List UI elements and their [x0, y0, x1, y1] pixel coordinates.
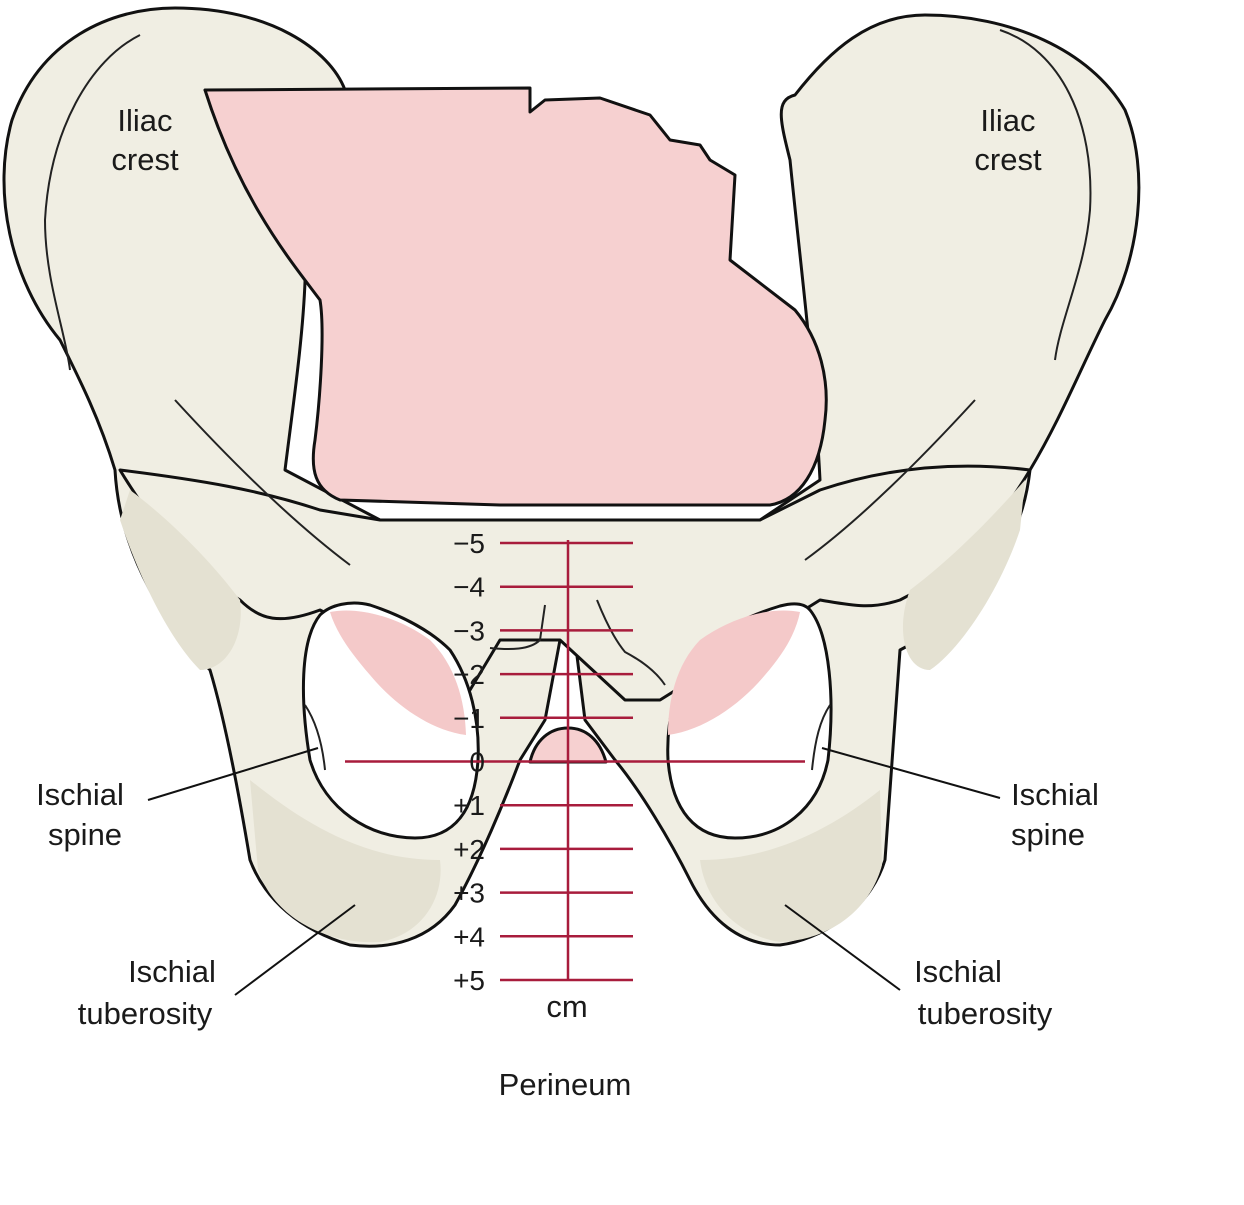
right-pubic-line — [596, 599, 666, 686]
right-hole-pink — [668, 610, 800, 735]
left-iliac-crest-contour — [43, 34, 141, 371]
station-scale: −5 −4 −3 −2 −1 0 +1 +2 +3 +4 +5 — [345, 528, 805, 996]
left-tuberosity-shading — [250, 780, 441, 943]
right-ischial-spine-label-line2: spine — [1011, 817, 1085, 852]
station-label: +3 — [453, 878, 485, 909]
left-ischial-spine-outline — [304, 704, 326, 771]
right-ischial-tuberosity-label-line2: tuberosity — [918, 996, 1053, 1031]
station-label: −3 — [453, 615, 485, 646]
right-iliac-crest-label-line2: crest — [974, 142, 1042, 177]
left-ischial-spine-label-line1: Ischial — [36, 777, 124, 812]
right-tuberosity-shading — [700, 790, 882, 942]
left-ischial-spine-label-line2: spine — [48, 817, 122, 852]
station-label: +4 — [453, 921, 485, 952]
right-ischial-spine-outline — [811, 704, 831, 771]
left-ischial-tuberosity-label-line2: tuberosity — [78, 996, 213, 1031]
left-spine-leader — [147, 747, 319, 801]
station-label: +2 — [453, 834, 485, 865]
left-iliac-crest-label-line1: Iliac — [117, 103, 172, 138]
right-ischial-spine-label-line1: Ischial — [1011, 777, 1099, 812]
left-ischial-tuberosity-label-line1: Ischial — [128, 954, 216, 989]
right-spine-leader — [821, 747, 1001, 799]
fetal-head — [203, 86, 828, 507]
right-pelvic-brim-line — [804, 399, 976, 561]
left-pelvic-brim-line — [174, 399, 351, 566]
right-iliac-crest-label-line1: Iliac — [980, 103, 1035, 138]
station-label: −2 — [453, 659, 485, 690]
right-tuberosity-leader — [784, 904, 901, 991]
station-label: +1 — [453, 790, 485, 821]
station-label: −5 — [453, 528, 485, 559]
right-iliac-crest-contour — [999, 29, 1092, 361]
station-label: −1 — [453, 703, 485, 734]
station-label: 0 — [469, 747, 485, 778]
station-label: −4 — [453, 572, 485, 603]
right-acetabulum-shading — [902, 480, 1025, 670]
left-pubic-line — [489, 604, 546, 650]
left-iliac-crest-label-line2: crest — [111, 142, 179, 177]
left-hole-pink — [330, 610, 466, 735]
perineum-label: Perineum — [499, 1067, 632, 1102]
unit-label: cm — [546, 989, 587, 1024]
left-tuberosity-leader — [234, 904, 356, 996]
left-acetabulum-shading — [120, 490, 241, 670]
station-label: +5 — [453, 965, 485, 996]
right-ischial-tuberosity-label-line1: Ischial — [914, 954, 1002, 989]
